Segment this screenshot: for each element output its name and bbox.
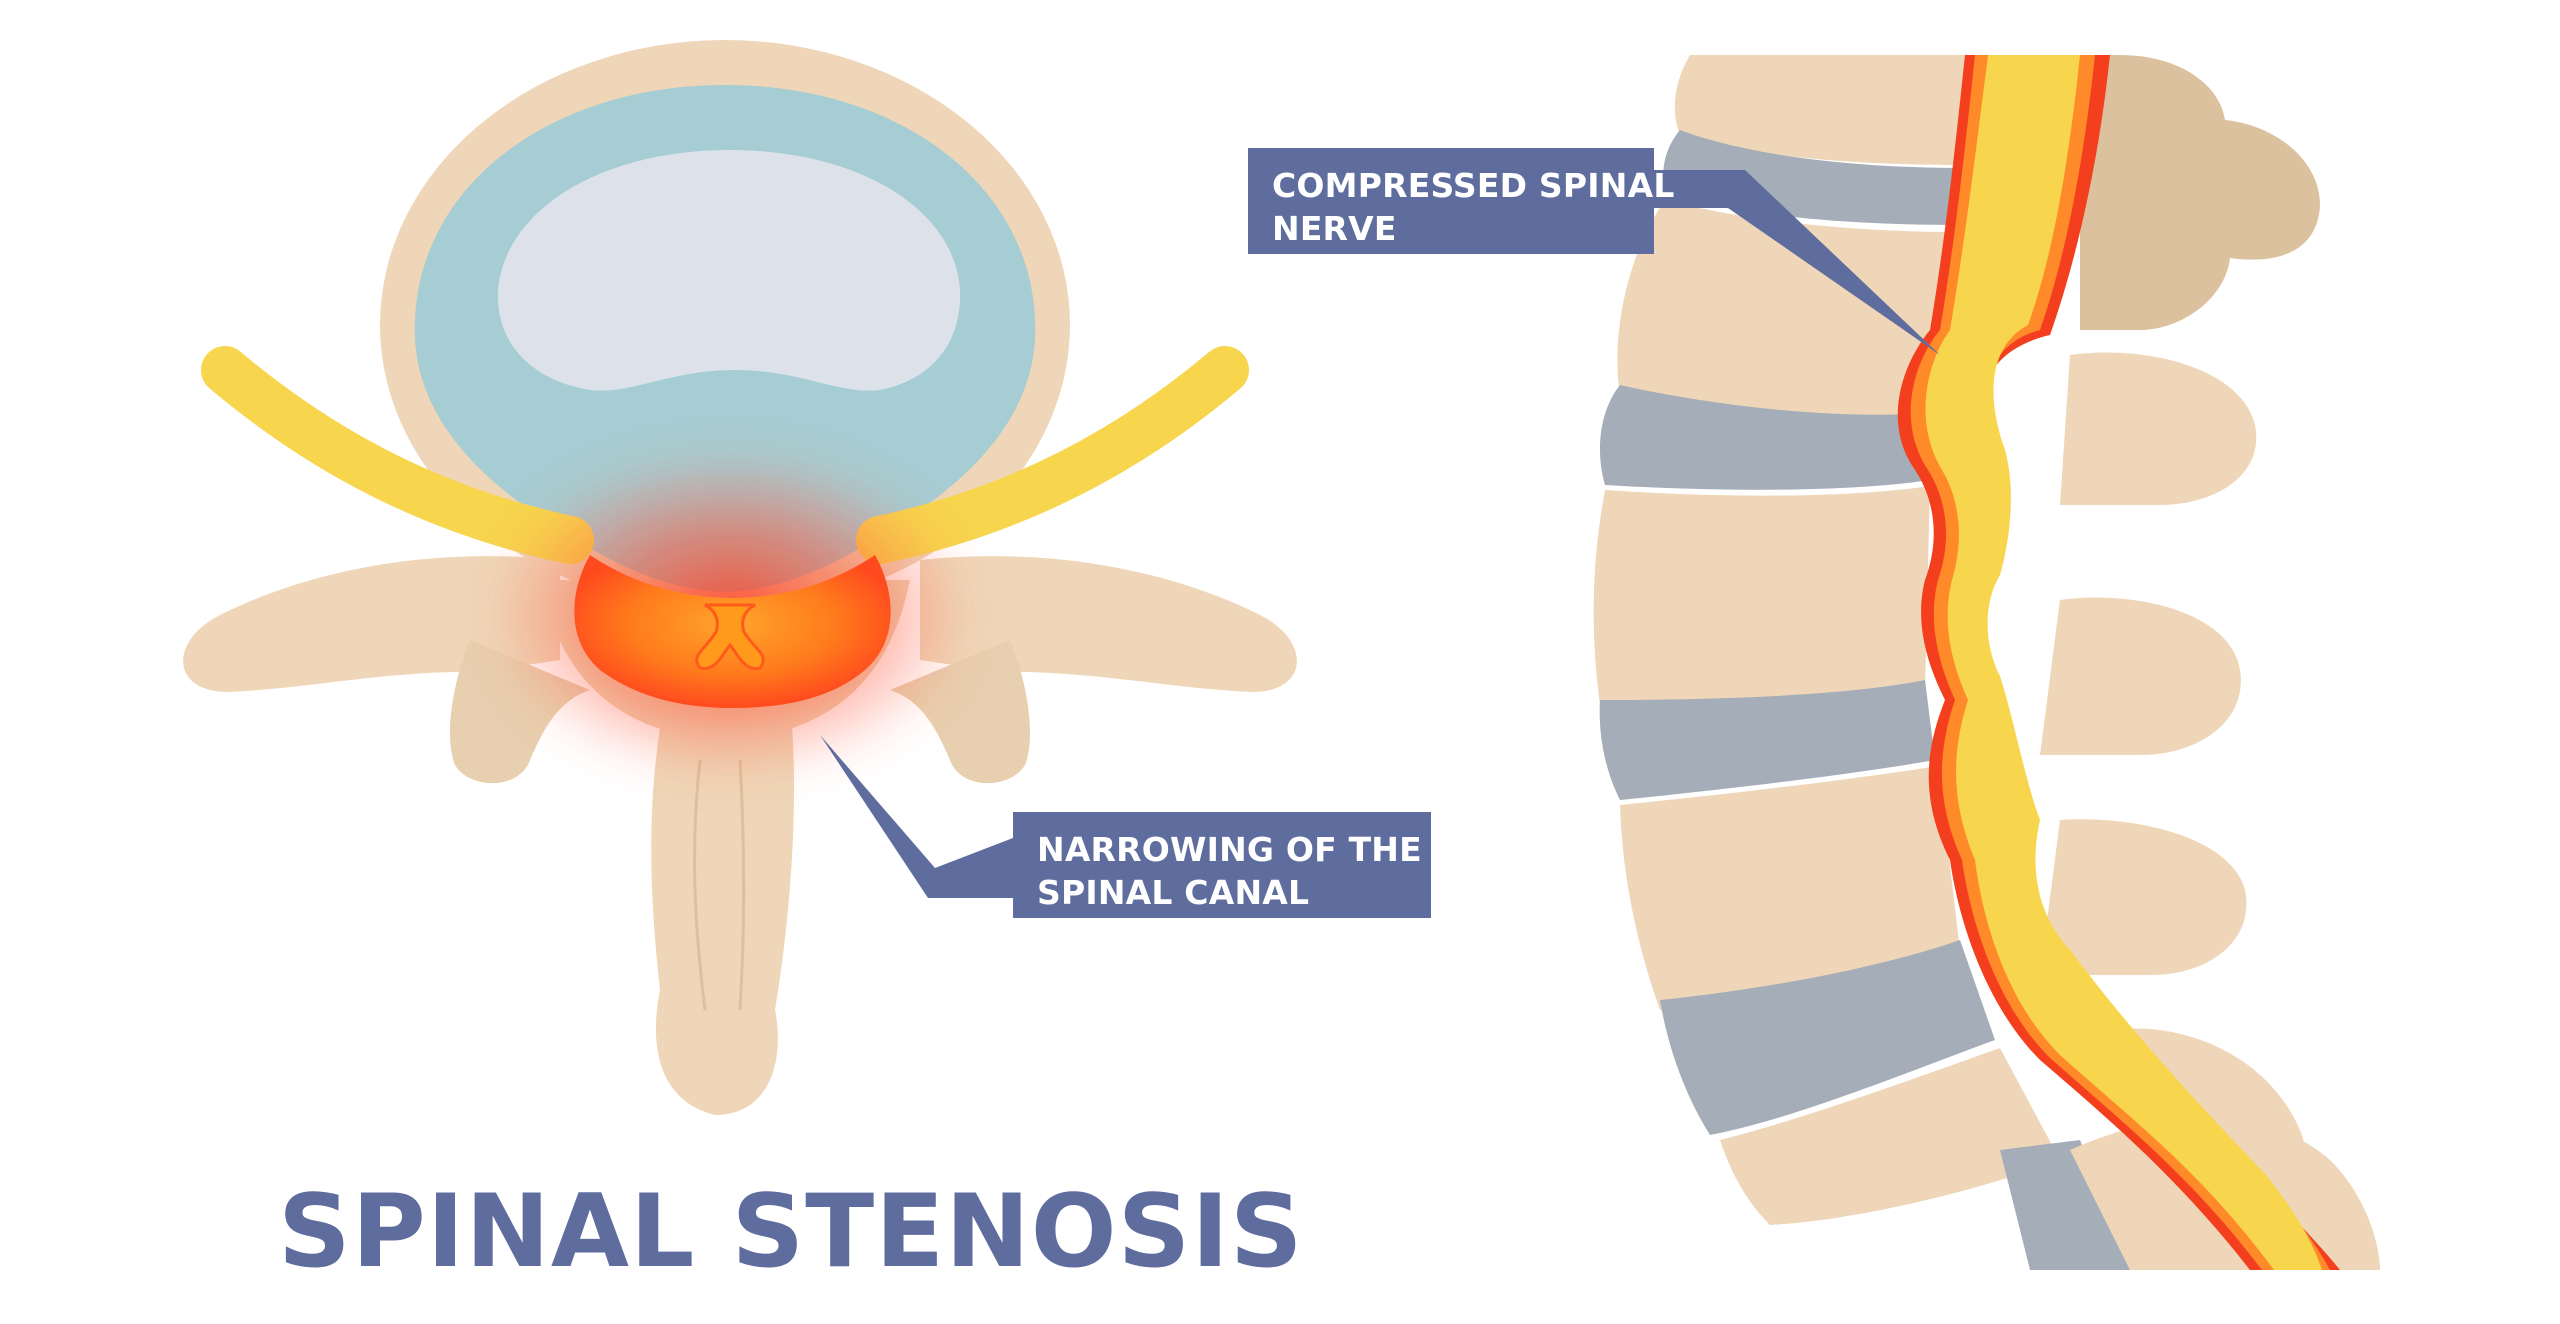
page-title: SPINAL STENOSIS <box>278 1172 1304 1290</box>
vertebral-body-2 <box>1617 200 1955 424</box>
compressed-callout-line-1: COMPRESSED SPINAL <box>1272 166 1675 205</box>
vertebra-cross-section-illustration <box>183 40 1297 1115</box>
disc-5 <box>2000 1140 2130 1270</box>
left-nerve-root <box>201 346 594 564</box>
disc-nucleus <box>497 150 961 391</box>
vertebral-body-3 <box>1593 486 1930 705</box>
narrowing-of-spinal-canal-callout: NARROWING OF THE SPINAL CANAL <box>1013 812 1431 918</box>
vertebral-body-5 <box>1720 1048 2060 1225</box>
posterior-process-1 <box>2080 55 2320 330</box>
compressed-callout-line-2: NERVE <box>1272 209 1397 248</box>
posterior-process-2 <box>2060 352 2257 505</box>
vertebral-body-4 <box>1620 766 1960 1010</box>
spinal-cord <box>1925 55 2322 1270</box>
disc-2 <box>1600 385 1935 490</box>
narrowing-callout-line-1: NARROWING OF THE <box>1037 830 1422 869</box>
disc-3 <box>1599 680 1935 800</box>
compressed-cord-mark <box>695 603 765 671</box>
disc-4 <box>1660 940 1995 1135</box>
posterior-process-4 <box>2040 819 2247 975</box>
compressed-nerve-leader-line <box>1654 170 1940 355</box>
lumbar-spine-side-view-illustration <box>1593 55 2380 1270</box>
spinous-process <box>651 700 795 1115</box>
spinous-process-ridges <box>693 759 746 1011</box>
compressed-spinal-nerve-callout: COMPRESSED SPINAL NERVE <box>1248 148 1675 254</box>
narrowing-callout-line-2: SPINAL CANAL <box>1037 873 1310 912</box>
narrowing-leader-line <box>820 735 1013 898</box>
vertebral-body-1 <box>1674 55 1975 165</box>
posterior-process-3 <box>2040 597 2241 755</box>
